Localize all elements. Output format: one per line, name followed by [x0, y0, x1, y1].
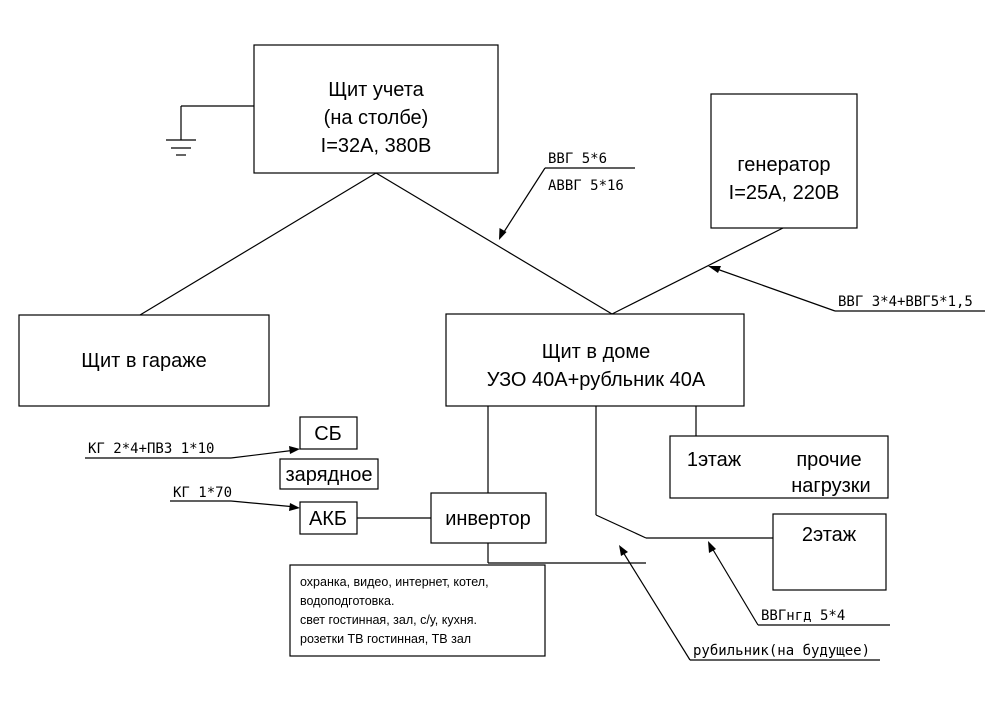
line-switch: [595, 514, 647, 539]
line-meter-house: [375, 172, 613, 315]
cable-label-akb: КГ 1*70: [173, 485, 232, 501]
svg-text:Щит в гараже: Щит в гараже: [81, 350, 207, 372]
cable-label-main-bottom: АВВГ 5*16: [548, 178, 624, 194]
svg-text:генератор: генератор: [737, 154, 830, 176]
svg-text:прочие: прочие: [796, 449, 861, 471]
inverter-box: инвертор: [430, 492, 547, 544]
akb-box: АКБ: [299, 501, 358, 535]
svg-text:УЗО 40А+рубльник 40А: УЗО 40А+рубльник 40А: [487, 369, 706, 391]
cable-label-generator: ВВГ 3*4+ВВГ5*1,5: [838, 294, 973, 310]
switch-label: рубильник(на будущее): [693, 643, 870, 659]
ground-icon: [166, 105, 254, 156]
meter-panel-box: Щит учета (на столбе) I=32A, 380В: [253, 44, 499, 174]
svg-text:розетки ТВ гостинная, ТВ зал: розетки ТВ гостинная, ТВ зал: [300, 632, 471, 646]
svg-text:свет гостинная, зал, с/у, кухн: свет гостинная, зал, с/у, кухня.: [300, 613, 477, 627]
leader-generator-cable: [708, 266, 985, 312]
svg-text:I=32A, 380В: I=32A, 380В: [321, 135, 432, 157]
line-meter-garage: [139, 172, 377, 316]
svg-text:зарядное: зарядное: [286, 464, 373, 486]
generator-box: генератор I=25A, 220В: [710, 93, 858, 229]
house-panel-box: Щит в доме УЗО 40А+рубльник 40А: [445, 313, 745, 407]
connection-lines: [139, 172, 784, 564]
svg-text:Щит учета: Щит учета: [328, 79, 424, 101]
protected-loads-box: охранка, видео, интернет, котел, водопод…: [289, 564, 546, 657]
leader-sb-cable: [85, 446, 300, 459]
charger-box: зарядное: [279, 458, 379, 490]
svg-text:I=25A, 220В: I=25A, 220В: [729, 182, 840, 204]
svg-text:АКБ: АКБ: [309, 508, 347, 530]
floor2-box: 2этаж: [772, 513, 887, 591]
line-generator-house: [611, 227, 784, 315]
garage-panel-box: Щит в гараже: [18, 314, 270, 407]
svg-text:1этаж: 1этаж: [687, 449, 742, 471]
cable-label-sb: КГ 2*4+ПВЗ 1*10: [88, 441, 214, 457]
svg-text:2этаж: 2этаж: [802, 524, 857, 546]
svg-text:СБ: СБ: [314, 423, 342, 445]
svg-text:Щит в доме: Щит в доме: [542, 341, 651, 363]
svg-text:нагрузки: нагрузки: [791, 475, 870, 497]
svg-text:(на столбе): (на столбе): [324, 107, 429, 129]
leader-main-cable: [499, 167, 635, 240]
floor1-box: 1этаж прочие нагрузки: [669, 435, 889, 499]
svg-text:охранка, видео, интернет, коте: охранка, видео, интернет, котел,: [300, 575, 489, 589]
cable-label-floor2: ВВГнгд 5*4: [761, 608, 845, 624]
svg-text:водоподготовка.: водоподготовка.: [300, 594, 394, 608]
svg-text:инвертор: инвертор: [445, 508, 531, 530]
leader-floor2-cable: [708, 541, 890, 626]
cable-label-main-top: ВВГ 5*6: [548, 151, 607, 167]
leader-akb-cable: [170, 500, 300, 511]
leader-switch: [619, 545, 880, 661]
sb-box: СБ: [299, 416, 358, 450]
